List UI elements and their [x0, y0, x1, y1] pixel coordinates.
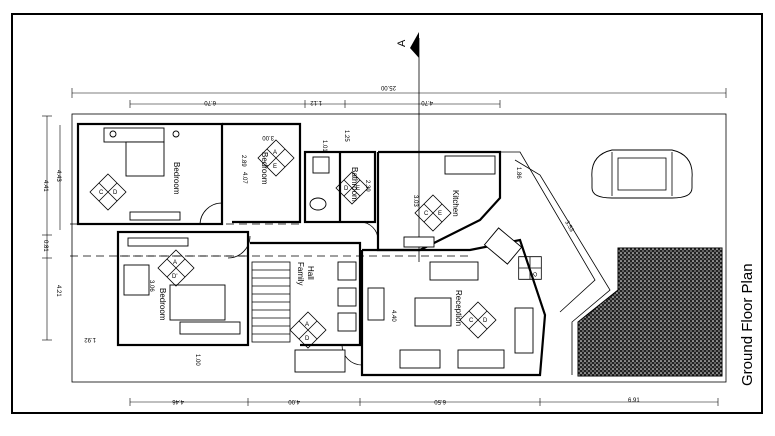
- room-label-family-hall-1: Family: [296, 262, 305, 286]
- vastu-letter: D: [305, 336, 310, 342]
- top-dim-1: 6.70: [204, 99, 216, 105]
- room-label-kitchen: Kitchen: [451, 190, 460, 217]
- left-dim-4: 4.21: [55, 285, 61, 297]
- vastu-letter: D: [532, 271, 540, 279]
- dim-internal: 3.03: [412, 195, 418, 207]
- top-dim-2: 1.12: [310, 99, 322, 105]
- vastu-letter: E: [438, 211, 442, 217]
- building-walls: [76, 122, 611, 377]
- door-arc-2: [227, 235, 251, 259]
- room-label-bedroom-bottom: Bedroom: [158, 288, 167, 321]
- top-dim-3: 4.70: [421, 99, 433, 105]
- left-dimensions: 4.41 4.43 0.81 4.21: [42, 115, 61, 341]
- section-marker-label: A: [396, 39, 408, 47]
- room-label-family-hall-2: Hall: [306, 266, 315, 280]
- dim-internal: 4.40: [390, 310, 396, 322]
- vastu-letter: D: [113, 190, 118, 196]
- dim-internal: 4.07: [241, 172, 247, 184]
- door-arc-4: [341, 344, 363, 366]
- furniture: [103, 127, 534, 373]
- room-label-bathroom: Bathroom: [350, 167, 359, 202]
- dim-internal: 1.25: [343, 130, 349, 142]
- vastu-letter: A: [173, 260, 177, 266]
- bottom-dim-2: 4.00: [288, 398, 300, 404]
- left-dim-3: 0.81: [42, 240, 48, 252]
- room-label-bedroom-top: Bedroom: [172, 162, 181, 195]
- plot-boundary: [71, 113, 727, 383]
- vastu-letter: E: [356, 186, 360, 192]
- door-arc-3: [359, 221, 379, 241]
- room-label-bedroom-top-right: Bedroom: [260, 152, 269, 185]
- left-dim-2: 4.43: [55, 170, 61, 182]
- room-label-reception: Reception: [454, 290, 463, 326]
- vastu-letter: C: [469, 318, 474, 324]
- vastu-letter: C: [99, 190, 104, 196]
- dim-internal: 2.39: [364, 180, 370, 192]
- dim-internal: 3.00: [262, 134, 274, 140]
- vastu-letter: A: [273, 150, 277, 156]
- dim-internal: 2.89: [240, 155, 246, 167]
- section-marker: A: [396, 32, 420, 262]
- internal-dimensions: 3.00 1.01 1.25 2.89 2.39 4.07 3.03 1.86 …: [84, 130, 575, 366]
- top-segment-dimensions: 6.70 1.12 4.70: [129, 99, 501, 108]
- vastu-letter: D: [344, 186, 349, 192]
- dim-internal: 3.06: [148, 280, 154, 292]
- vastu-letter: E: [273, 164, 277, 170]
- bottom-dim-4: 6.91: [628, 398, 640, 404]
- sheet-border: [11, 13, 763, 414]
- dim-internal: 1.00: [194, 354, 200, 366]
- lawn-area: [577, 247, 723, 377]
- left-dim-1: 4.41: [42, 180, 48, 192]
- vastu-letter: D: [483, 318, 488, 324]
- vastu-diamonds: C D A E C E A D' A D: [89, 139, 542, 349]
- bottom-dim-1: 4.46: [172, 398, 184, 404]
- overall-width-text: 25.00: [380, 84, 396, 90]
- dim-internal: 1.01: [321, 140, 327, 152]
- door-arc-1: [199, 202, 223, 226]
- car-icon: [591, 149, 693, 199]
- overall-width-dimension: 25.00: [71, 84, 727, 98]
- drawing-title: Ground Floor Plan: [739, 263, 756, 386]
- vastu-letter: A: [305, 322, 309, 328]
- bottom-dimensions: 4.46 4.00 6.50 6.91: [129, 398, 719, 406]
- dim-internal: 1.92: [84, 336, 96, 342]
- vastu-letter: C: [424, 211, 429, 217]
- dim-internal: 1.86: [515, 167, 521, 179]
- vastu-letter: D': [172, 274, 177, 280]
- staircase: [251, 261, 291, 343]
- dim-internal: 3.53: [563, 220, 574, 234]
- bottom-dim-3: 6.50: [434, 398, 446, 404]
